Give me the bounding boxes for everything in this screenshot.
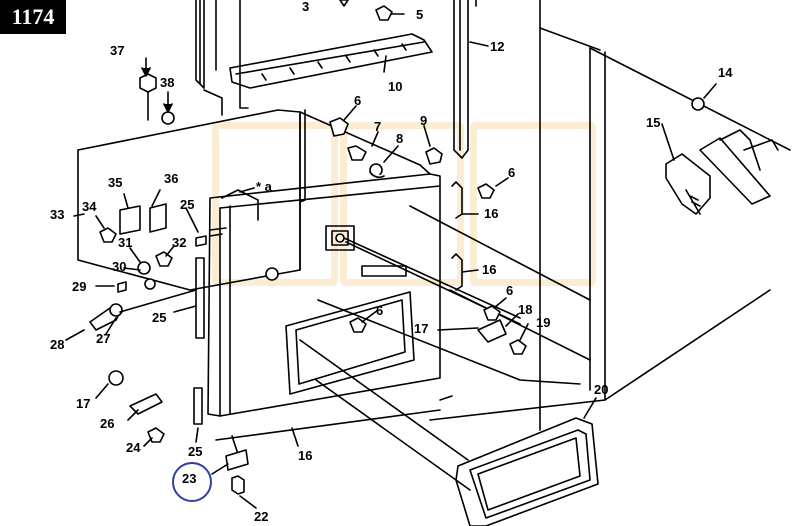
part-33-panel [77,109,301,291]
callout-38: 38 [160,75,175,90]
main-door-panel [207,109,441,417]
callout-37: 37 [110,43,125,58]
callout-36: 36 [164,171,179,186]
callout-6: 6 [354,93,362,108]
callout-6: 6 [506,283,514,298]
callout-6: 6 [508,165,516,180]
callout-18: 18 [518,302,533,317]
callout-32: 32 [172,235,187,250]
callout-27: 27 [96,331,111,346]
callout-26: 26 [100,416,115,431]
callout-16: 16 [484,206,499,221]
watermark [470,122,596,286]
part-12-vertical-rod [453,0,469,159]
callout-14: 14 [718,65,733,80]
callout-24: 24 [126,440,141,455]
part-10-rail [229,33,433,89]
callout-22: 22 [254,509,269,524]
hardware [89,0,705,495]
callout-30: 30 [112,259,127,274]
callout-33: 33 [50,207,65,222]
highlight-circle [172,462,212,502]
callout-17: 17 [76,396,91,411]
callout-25: 25 [152,310,167,325]
part-16-brackets [439,181,463,401]
callout-9: 9 [420,113,428,128]
callout-19: 19 [536,315,551,330]
callout-7: 7 [374,119,382,134]
frame-post-left [195,0,249,116]
window-opening [285,291,415,395]
watermark [340,122,464,286]
callout-28: 28 [50,337,65,352]
callout-34: 34 [82,199,97,214]
callout-25: 25 [180,197,195,212]
part-20-window-frame [455,417,599,526]
figure-number-plate: 1174 [0,0,66,34]
rod-lines [215,205,591,491]
part-15-linkage [665,129,779,215]
callout-23: 23 [182,471,197,486]
callout-16: 16 [482,262,497,277]
callout-12: 12 [490,39,505,54]
callout-17: 17 [414,321,429,336]
part-25-strips [193,257,205,425]
frame-outline [429,0,791,431]
callout-10: 10 [388,79,403,94]
callout-20: 20 [594,382,609,397]
callout-a: * a [256,179,272,194]
callout-3: 3 [302,0,310,14]
callout-6: 6 [376,303,384,318]
callout-29: 29 [72,279,87,294]
callout-16: 16 [298,448,313,463]
callout-15: 15 [646,115,661,130]
watermark [212,122,338,286]
callout-35: 35 [108,175,123,190]
callout-25: 25 [188,444,203,459]
callout-5: 5 [416,7,424,22]
callout-31: 31 [118,235,133,250]
leader-lines [65,13,717,509]
callout-8: 8 [396,131,404,146]
